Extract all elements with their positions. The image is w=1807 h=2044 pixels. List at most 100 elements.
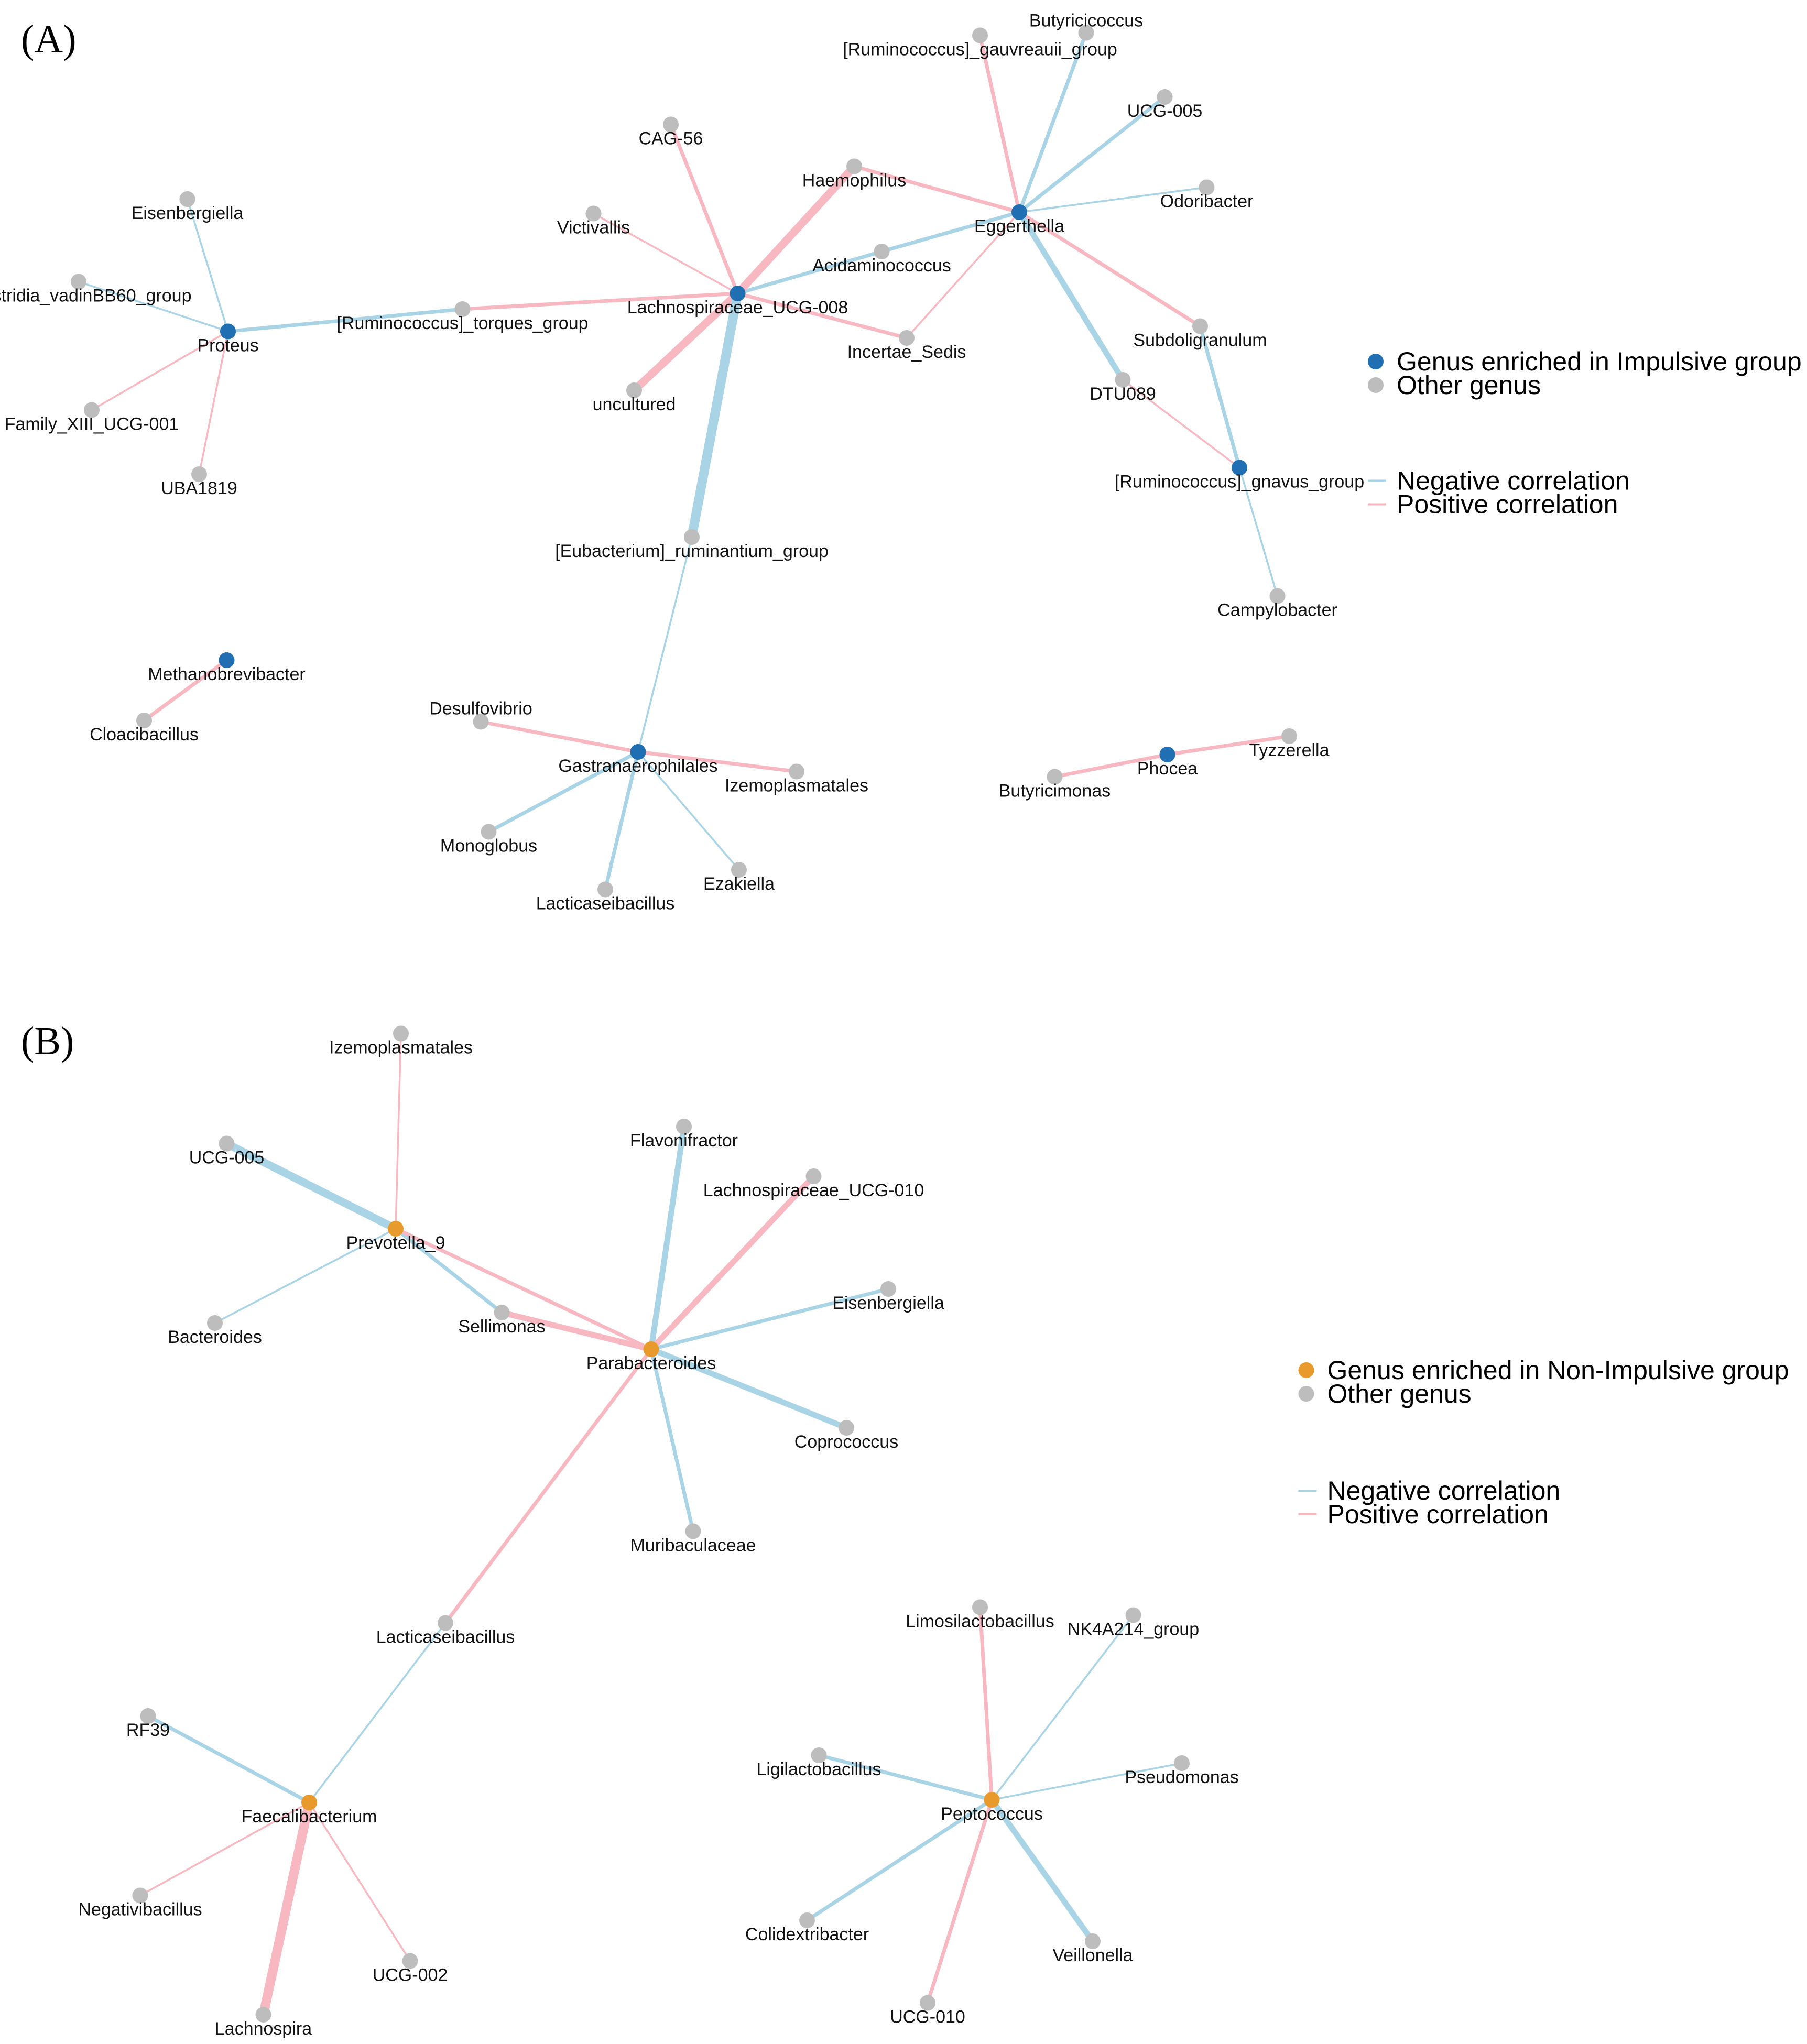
legend-label-non_impulsive: Genus enriched in Non-Impulsive group	[1327, 1356, 1789, 1385]
legend-label-pos: Positive correlation	[1397, 490, 1618, 519]
edge-neg-a1-a11	[1018, 186, 1208, 213]
node-label-cloacibacillus: Cloacibacillus	[90, 725, 199, 745]
edge-neg-a3-a18	[226, 307, 464, 333]
node-ruminococcus-torques-group	[454, 301, 471, 317]
node-ucg-002	[402, 1953, 418, 1969]
node-label-acidaminococcus: Acidaminococcus	[812, 256, 951, 276]
node-label-cag-56: CAG-56	[639, 129, 703, 149]
edge-neg-a15-a2	[736, 249, 884, 296]
edge-neg-a6-a34	[603, 750, 640, 891]
node-izemoplasmatales	[789, 763, 804, 780]
edge-pos-a2-a12	[669, 123, 739, 296]
node-label-izemoplasmatales: Izemoplasmatales	[725, 776, 868, 796]
node-label-eggerthella: Eggerthella	[974, 216, 1064, 236]
node-lacticaseibacillus	[438, 1615, 453, 1631]
legend-label-neg: Negative correlation	[1327, 1476, 1561, 1505]
node-label-lachnospiraceae-ucg-010: Lachnospiraceae_UCG-010	[703, 1181, 924, 1200]
node-ucg-010	[920, 1995, 935, 2011]
node-label-sellimonas: Sellimonas	[458, 1317, 545, 1337]
edge-neg-b2-b9	[649, 1287, 890, 1351]
node-victivallis	[585, 205, 602, 222]
node-label-odoribacter: Odoribacter	[1160, 192, 1254, 212]
node-label-lachnospira: Lachnospira	[215, 2019, 312, 2039]
node-label-muribaculaceae: Muribaculaceae	[630, 1536, 756, 1556]
edge-pos-a2-a18	[461, 291, 739, 311]
node-label-parabacteroides: Parabacteroides	[586, 1353, 716, 1373]
edge-pos-a2-a14	[592, 212, 739, 294]
node-label-negativibacillus: Negativibacillus	[78, 1900, 202, 1920]
edge-pos-b2-b8	[648, 1173, 817, 1352]
panel-b-label: (B)	[21, 1019, 74, 1063]
node-label-victivallis: Victivallis	[557, 218, 630, 238]
node-methanobrevibacter	[219, 652, 235, 668]
node-label-lacticaseibacillus: Lacticaseibacillus	[536, 894, 675, 914]
node-prevotella-9	[388, 1221, 404, 1237]
node-veillonella	[1085, 1933, 1101, 1949]
node-eubacterium-ruminantium-group	[684, 529, 700, 545]
node-clostridia-vadinbb60-group	[71, 274, 86, 290]
node-label-colidextribacter: Colidextribacter	[745, 1925, 869, 1944]
node-gastranaerophilales	[630, 744, 646, 760]
edge-neg-a1-a10	[1017, 95, 1167, 214]
node-butyricimonas	[1047, 769, 1063, 785]
node-rf39	[140, 1708, 156, 1724]
node-negativibacillus	[132, 1887, 148, 1904]
node-subdoligranulum	[1192, 318, 1208, 334]
legend-label-impulsive: Genus enriched in Impulsive group	[1397, 347, 1802, 376]
edge-neg-a1-a15	[880, 210, 1021, 254]
edge-pos-b1-b5	[395, 1032, 402, 1230]
edge-pos-a1-a13	[852, 165, 1021, 214]
edge-pos-a7-a31	[1053, 752, 1169, 779]
panel-b-legend: Genus enriched in Non-Impulsive groupOth…	[1298, 1356, 1789, 1529]
node-label-nk4a214-group: NK4A214_group	[1068, 1620, 1199, 1639]
node-ruminococcus-gnavus-group	[1232, 460, 1247, 476]
legend-swatch-other	[1298, 1386, 1314, 1402]
edge-pos-b3-b25	[258, 1798, 314, 2019]
node-ucg-005	[1157, 89, 1173, 105]
node-label-proteus: Proteus	[197, 336, 258, 356]
node-label-tyzzerella: Tyzzerella	[1249, 740, 1329, 760]
node-uncultured	[626, 382, 642, 398]
edge-neg-b2-b7	[648, 1123, 687, 1352]
edge-neg-b4-b18	[817, 1753, 994, 1802]
node-label-methanobrevibacter: Methanobrevibacter	[148, 664, 306, 684]
edge-neg-a1-a8	[1017, 31, 1088, 214]
edge-pos-b3-b20	[139, 1801, 310, 1897]
panel-a-edges	[78, 31, 1291, 891]
node-ucg-005	[219, 1135, 235, 1152]
node-label-izemoplasmatales: Izemoplasmatales	[329, 1038, 473, 1058]
node-label-ucg-005: UCG-005	[189, 1148, 265, 1168]
node-campylobacter	[1269, 588, 1286, 604]
edge-pos-a21-a4	[1122, 379, 1240, 469]
node-acidaminococcus	[874, 244, 890, 259]
node-izemoplasmatales	[393, 1025, 409, 1042]
node-limosilactobacillus	[972, 1599, 988, 1615]
node-label-phocea: Phocea	[1137, 759, 1198, 779]
legend-label-neg: Negative correlation	[1397, 466, 1630, 496]
edge-pos-a2-a23	[630, 289, 742, 395]
node-tyzzerella	[1281, 728, 1297, 744]
legend-label-pos: Positive correlation	[1327, 1500, 1549, 1529]
node-family-xiii-ucg-001	[84, 402, 100, 418]
edge-neg-a4-a26	[1238, 466, 1279, 597]
edge-neg-a1-a21	[1016, 209, 1126, 383]
node-proteus	[220, 323, 236, 340]
node-cloacibacillus	[136, 713, 152, 728]
node-label-flavonifractor: Flavonifractor	[630, 1131, 738, 1151]
node-label-coprococcus: Coprococcus	[794, 1432, 898, 1452]
node-lachnospiraceae-ucg-008	[730, 286, 746, 301]
node-label-ucg-010: UCG-010	[890, 2007, 965, 2027]
edge-pos-a3-a24	[198, 330, 229, 475]
node-peptococcus	[984, 1792, 1000, 1808]
node-desulfovibrio	[473, 714, 489, 730]
node-label-uncultured: uncultured	[593, 395, 676, 414]
node-label-prevotella-9: Prevotella_9	[346, 1233, 445, 1253]
edge-neg-b1-b11	[394, 1227, 504, 1315]
edge-pos-a1-a20	[1017, 210, 1202, 328]
edge-neg-b14-b3	[308, 1622, 447, 1803]
node-label-butyricicoccus: Butyricicoccus	[1029, 11, 1143, 31]
edge-neg-a6-a33	[637, 751, 740, 871]
node-muribaculaceae	[685, 1523, 701, 1539]
node-label-butyricimonas: Butyricimonas	[999, 781, 1111, 801]
